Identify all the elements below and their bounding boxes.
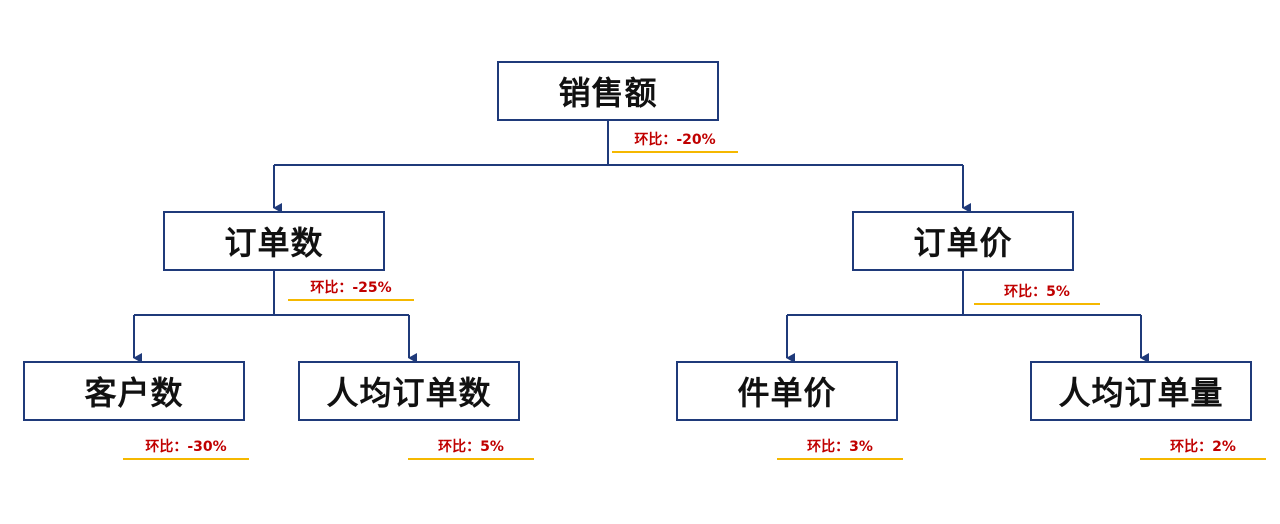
mom-order-count: 环比：-25% [288, 279, 414, 301]
node-orders-per-customer: 人均订单数 [298, 361, 520, 421]
mom-qty-per-customer: 环比：2% [1140, 438, 1266, 460]
mom-sales-amount: 环比：-20% [612, 131, 738, 153]
node-unit-price: 件单价 [676, 361, 898, 421]
node-qty-per-customer: 人均订单量 [1030, 361, 1252, 421]
mom-orders-per-customer: 环比：5% [408, 438, 534, 460]
mom-order-price: 环比：5% [974, 283, 1100, 305]
node-order-count: 订单数 [163, 211, 385, 271]
node-sales-amount: 销售额 [497, 61, 719, 121]
node-customer-count: 客户数 [23, 361, 245, 421]
node-order-price: 订单价 [852, 211, 1074, 271]
mom-customer-count: 环比：-30% [123, 438, 249, 460]
mom-unit-price: 环比：3% [777, 438, 903, 460]
